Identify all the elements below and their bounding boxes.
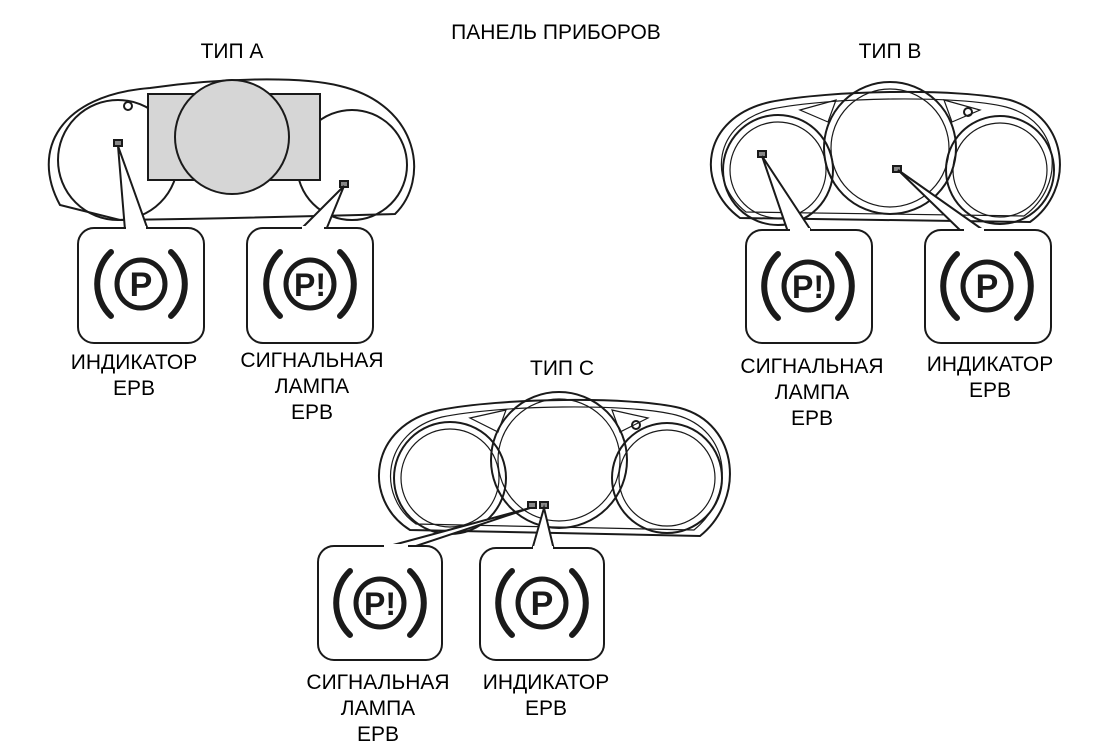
cluster-b-title: ТИП B — [858, 40, 922, 63]
cluster-a-title: ТИП A — [200, 40, 264, 63]
parking-brake-p-icon: P — [943, 254, 1031, 318]
parking-brake-p-icon: P — [498, 571, 586, 635]
cluster-b-indicator-label: ИНДИКАТОР EPB — [926, 353, 1054, 402]
cluster-a-center-gauge — [174, 79, 290, 195]
cluster-a-small-hole — [123, 101, 133, 111]
cluster-b-small-hole — [963, 107, 973, 117]
cluster-b-warning-label: СИГНАЛЬНАЯ ЛАМПА EPB — [740, 355, 884, 430]
cluster-a-outline — [47, 78, 416, 222]
cluster-a-callout-indicator: P — [77, 145, 205, 344]
cluster-b-right-gauge — [945, 115, 1055, 225]
cluster-c-warning-label: СИГНАЛЬНАЯ ЛАМПА EPB — [306, 671, 450, 746]
svg-text:P!: P! — [294, 267, 326, 303]
cluster-c-left-gauge — [393, 421, 507, 535]
svg-text:P!: P! — [364, 586, 396, 622]
cluster-b-center-gauge — [823, 81, 957, 215]
cluster-c-title: ТИП C — [529, 357, 595, 380]
cluster-c-callout-indicator: P — [479, 504, 605, 661]
cluster-a-indicator-lamp — [113, 139, 123, 147]
cluster-a — [47, 78, 416, 222]
parking-brake-p-exclamation-icon: P! — [266, 252, 354, 316]
svg-text:P: P — [130, 266, 153, 304]
cluster-b-callout-indicator: P — [897, 169, 1052, 344]
cluster-b-left-gauge — [722, 114, 834, 226]
cluster-c-outline — [378, 398, 731, 538]
parking-brake-p-icon: P — [97, 252, 185, 316]
cluster-a-warning-label: СИГНАЛЬНАЯ ЛАМПА EPB — [240, 349, 384, 424]
svg-text:P: P — [976, 268, 999, 306]
cluster-c-indicator-label: ИНДИКАТОР EPB — [482, 671, 610, 720]
page-title: ПАНЕЛЬ ПРИБОРОВ — [451, 21, 661, 44]
cluster-b-callout-warning: P! — [745, 155, 873, 344]
cluster-c — [378, 391, 731, 538]
parking-brake-p-exclamation-icon: P! — [764, 254, 852, 318]
cluster-b — [709, 81, 1061, 226]
cluster-c-right-gauge — [611, 422, 723, 534]
cluster-c-center-gauge — [490, 391, 628, 529]
cluster-a-callout-warning: P! — [246, 185, 374, 344]
cluster-a-indicator-label: ИНДИКАТОР EPB — [70, 351, 198, 400]
cluster-b-indicator-lamp — [892, 165, 902, 173]
cluster-c-small-hole — [631, 420, 641, 430]
parking-brake-p-exclamation-icon: P! — [336, 571, 424, 635]
cluster-c-warning-lamp — [527, 501, 537, 509]
cluster-b-outline — [709, 90, 1061, 224]
cluster-c-callout-warning: P! — [317, 507, 531, 661]
svg-text:P: P — [531, 585, 554, 623]
svg-text:P!: P! — [792, 269, 824, 305]
